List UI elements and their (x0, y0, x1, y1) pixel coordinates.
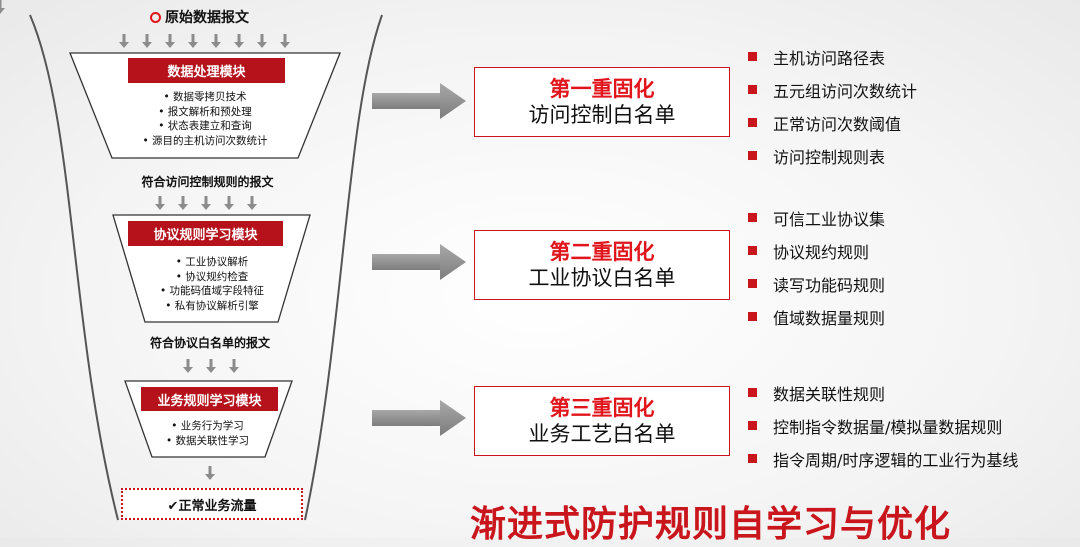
stage2-bullets: 工业协议解析 协议规约检查 功能码值域字段特征 私有协议解析引擎 (112, 255, 312, 313)
protocol-rule-module: 协议规则学习模块 (128, 221, 283, 246)
rule-text: 指令周期/时序逻辑的工业行为基线 (773, 450, 1019, 470)
rule-item: 控制指令数据量/模拟量数据规则 (748, 409, 1078, 442)
bullet-item: 状态表建立和查询 (105, 119, 305, 134)
funnel-right-curve (304, 14, 383, 521)
bullet-item: 工业协议解析 (112, 255, 312, 270)
square-bullet-icon (748, 388, 757, 397)
rule-item: 数据关联性规则 (748, 376, 1078, 409)
square-bullet-icon (748, 421, 757, 430)
square-bullet-icon (748, 151, 757, 160)
bullet-item: 报文解析和预处理 (105, 105, 305, 120)
stage-title: 第二重固化 (549, 240, 655, 264)
data-processing-module: 数据处理模块 (128, 58, 285, 83)
bullet-item: 协议规约检查 (112, 270, 312, 285)
rule-item: 读写功能码规则 (748, 267, 1068, 300)
circle-icon (150, 11, 161, 23)
rule-item: 指令周期/时序逻辑的工业行为基线 (748, 442, 1078, 475)
bullet-item: 功能码值域字段特征 (112, 284, 312, 299)
stage-subtitle: 工业协议白名单 (528, 266, 676, 290)
top-arrows (0, 0, 5, 14)
rule-item: 访问控制规则表 (748, 139, 1068, 172)
right-arrow-2 (372, 244, 466, 280)
square-bullet-icon (748, 52, 757, 61)
between-label-2: 符合协议白名单的报文 (149, 336, 270, 350)
square-bullet-icon (748, 246, 757, 255)
square-bullet-icon (748, 85, 757, 94)
rule-text: 正常访问次数阈值 (773, 114, 902, 134)
normal-traffic-label: ✔正常业务流量 (167, 498, 257, 514)
rule-item: 正常访问次数阈值 (748, 106, 1068, 139)
stage-title: 第三重固化 (549, 396, 655, 420)
rule-text: 读写功能码规则 (773, 275, 886, 295)
square-bullet-icon (748, 213, 757, 222)
square-bullet-icon (748, 279, 757, 288)
rule-item: 值域数据量规则 (748, 300, 1068, 333)
rule-text: 控制指令数据量/模拟量数据规则 (773, 417, 1003, 437)
square-bullet-icon (748, 454, 757, 463)
stage-subtitle: 业务工艺白名单 (528, 422, 676, 446)
rule-text: 数据关联性规则 (773, 384, 886, 404)
rule-text: 协议规约规则 (773, 242, 870, 262)
rule-text: 主机访问路径表 (773, 48, 886, 68)
bottom-arrow (205, 466, 215, 480)
rule-item: 可信工业协议集 (748, 201, 1068, 234)
bullet-item: 源目的主机访问次数统计 (105, 134, 305, 149)
normal-traffic-box: ✔正常业务流量 (121, 488, 303, 520)
stage-box-3: 第三重固化 业务工艺白名单 (474, 386, 730, 456)
rule-list-1: 主机访问路径表 五元组访问次数统计 正常访问次数阈值 访问控制规则表 (748, 40, 1068, 172)
square-bullet-icon (748, 312, 757, 321)
rule-text: 访问控制规则表 (773, 147, 886, 167)
rule-item: 协议规约规则 (748, 234, 1068, 267)
rule-list-2: 可信工业协议集 协议规约规则 读写功能码规则 值域数据量规则 (748, 201, 1068, 333)
rule-item: 五元组访问次数统计 (748, 73, 1068, 106)
module-label: 业务规则学习模块 (157, 393, 262, 409)
stage3-bullets: 业务行为学习 数据关联性学习 (120, 419, 295, 448)
stage-box-2: 第二重固化 工业协议白名单 (474, 230, 730, 300)
right-arrow-1 (372, 83, 466, 119)
bullet-item: 私有协议解析引擎 (112, 299, 312, 314)
raw-data-text: 原始数据报文 (165, 10, 249, 26)
bullet-item: 数据关联性学习 (120, 434, 295, 449)
top-arrows-row (119, 34, 290, 48)
module-label: 协议规则学习模块 (153, 228, 258, 243)
bullet-item: 数据零拷贝技术 (105, 90, 305, 105)
right-arrow-3 (372, 400, 466, 436)
rule-text: 五元组访问次数统计 (773, 81, 918, 101)
business-rule-module: 业务规则学习模块 (141, 387, 278, 411)
bullet-item: 业务行为学习 (120, 419, 295, 434)
rule-text: 值域数据量规则 (773, 308, 886, 328)
module-label: 数据处理模块 (167, 65, 246, 80)
middle-arrows-1 (155, 196, 257, 210)
funnel-left-curve (29, 14, 119, 521)
middle-arrows-2 (183, 359, 239, 373)
stage-subtitle: 访问控制白名单 (528, 103, 676, 127)
rule-text: 可信工业协议集 (773, 209, 886, 229)
between-label-1: 符合访问控制规则的报文 (141, 175, 274, 189)
raw-data-label: 原始数据报文 (150, 7, 280, 27)
stage-title: 第一重固化 (549, 77, 655, 101)
rule-list-3: 数据关联性规则 控制指令数据量/模拟量数据规则 指令周期/时序逻辑的工业行为基线 (748, 376, 1078, 475)
rule-item: 主机访问路径表 (748, 40, 1068, 73)
main-title: 渐进式防护规则自学习与优化 (470, 504, 952, 545)
stage-box-1: 第一重固化 访问控制白名单 (474, 67, 730, 137)
square-bullet-icon (748, 118, 757, 127)
stage1-bullets: 数据零拷贝技术 报文解析和预处理 状态表建立和查询 源目的主机访问次数统计 (105, 90, 305, 148)
